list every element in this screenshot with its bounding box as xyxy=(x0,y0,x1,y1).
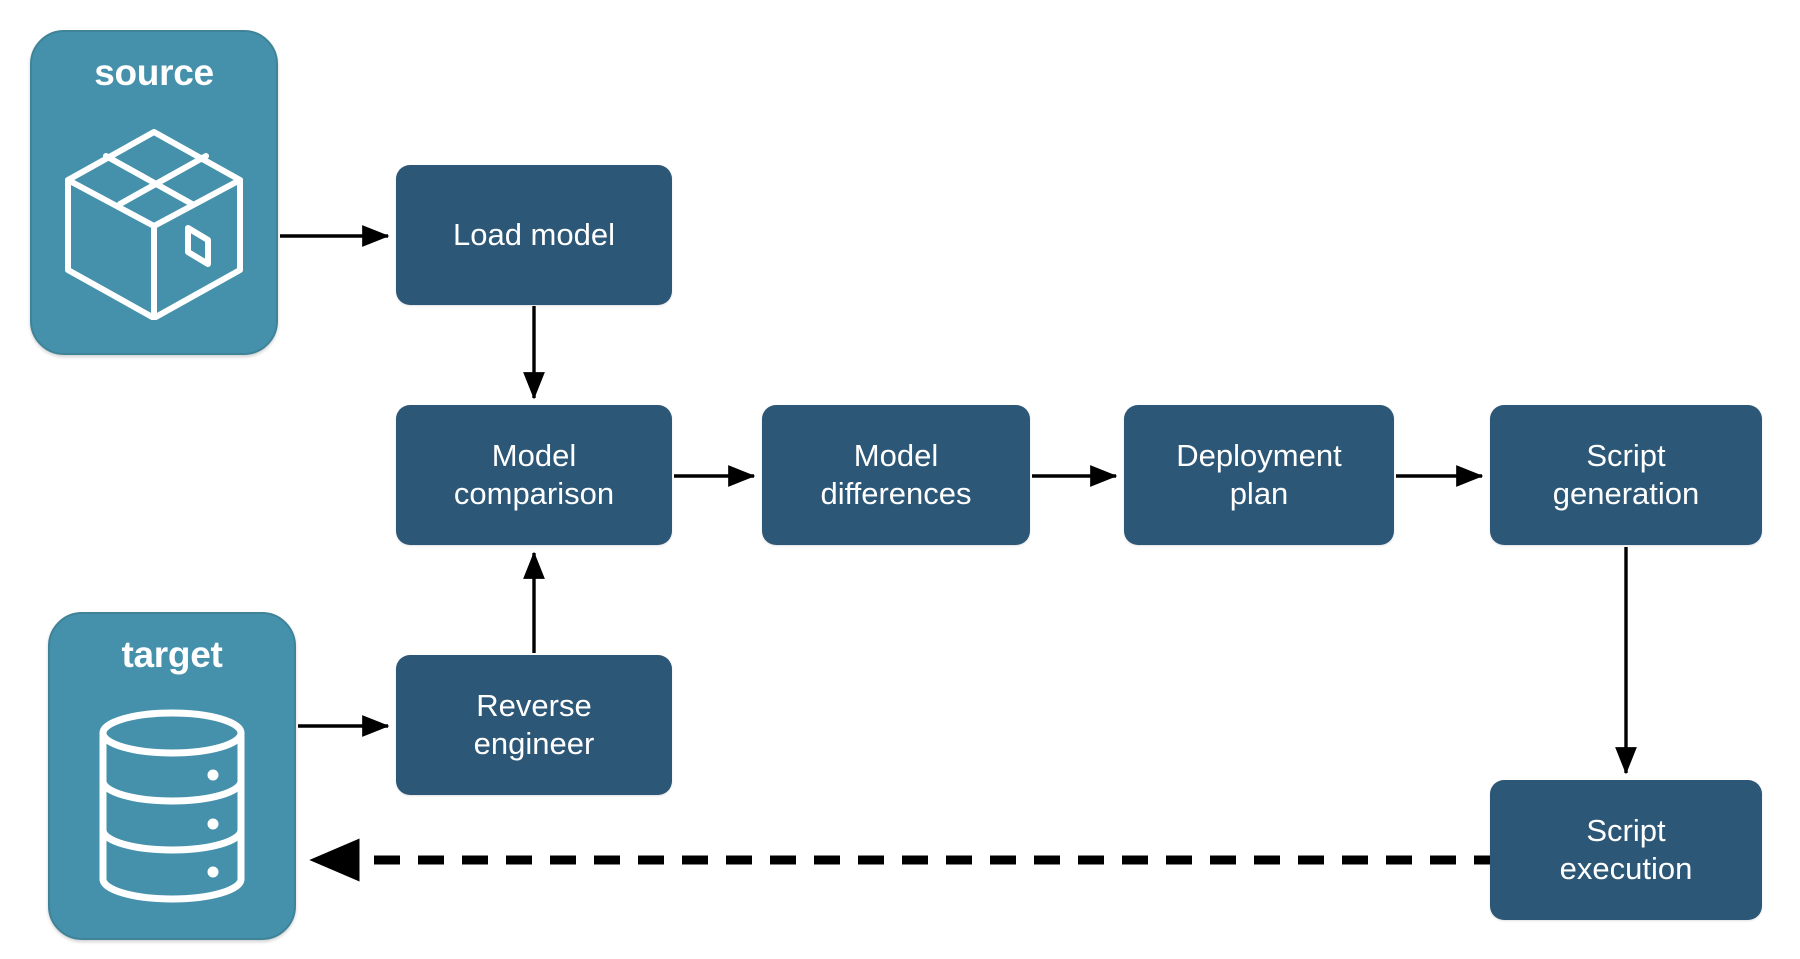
node-script-execution-label: Script execution xyxy=(1559,813,1693,886)
node-model-comparison[interactable]: Model comparison xyxy=(396,405,672,545)
node-model-differences[interactable]: Model differences xyxy=(762,405,1030,545)
database-cylinder-icon xyxy=(50,673,294,938)
node-model-differences-label: Model differences xyxy=(820,438,972,511)
package-box-icon xyxy=(32,91,276,353)
node-load-model-label: Load model xyxy=(452,217,615,253)
node-script-generation-label: Script generation xyxy=(1552,438,1700,511)
node-deployment-plan[interactable]: Deployment plan xyxy=(1124,405,1394,545)
node-script-execution[interactable]: Script execution xyxy=(1490,780,1762,920)
node-script-generation[interactable]: Script generation xyxy=(1490,405,1762,545)
node-deployment-plan-label: Deployment plan xyxy=(1176,438,1342,511)
node-reverse-engineer-label: Reverse engineer xyxy=(473,688,595,761)
endpoint-source[interactable]: source xyxy=(30,30,278,355)
node-load-model[interactable]: Load model xyxy=(396,165,672,305)
endpoint-source-label: source xyxy=(94,52,214,93)
endpoint-target[interactable]: target xyxy=(48,612,296,940)
node-reverse-engineer[interactable]: Reverse engineer xyxy=(396,655,672,795)
node-model-comparison-label: Model comparison xyxy=(453,438,615,511)
endpoint-target-label: target xyxy=(121,634,223,675)
